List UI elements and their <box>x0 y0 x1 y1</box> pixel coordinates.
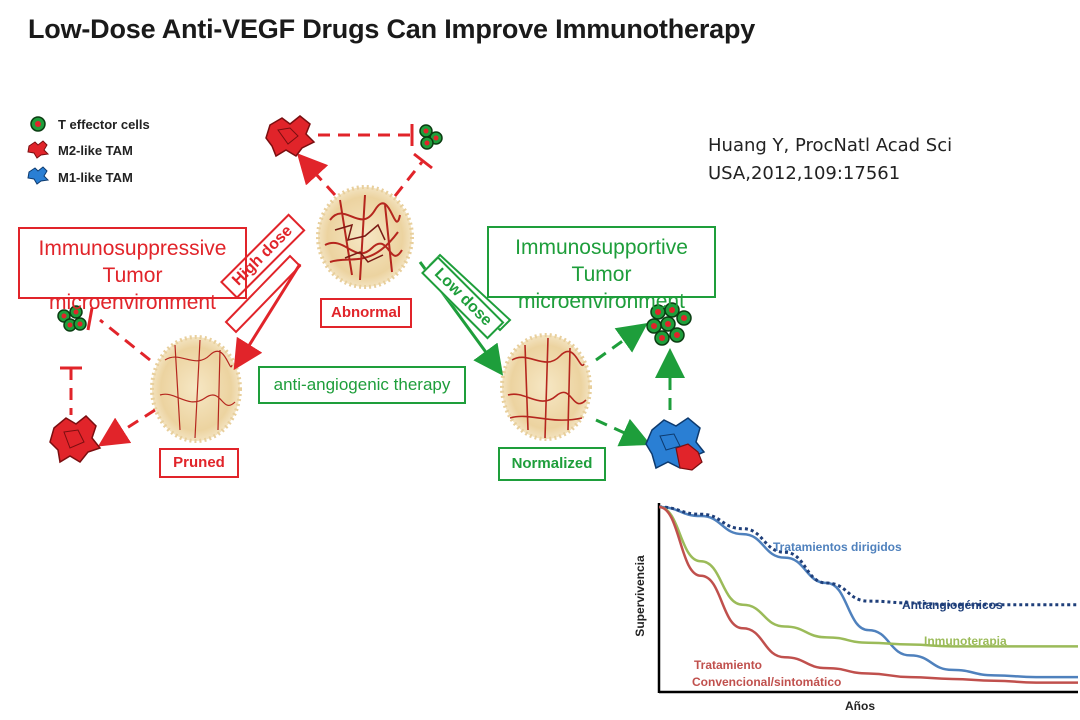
green-dashed-connectors <box>595 323 685 447</box>
series-line-1 <box>658 505 1078 607</box>
legend-m1-tam: M1-like TAM <box>58 170 133 185</box>
m2-tam-icon <box>27 140 50 159</box>
abnormal-label: Abnormal <box>320 298 412 328</box>
normalized-tumor-image <box>500 333 592 441</box>
legend-t-effector: T effector cells <box>58 117 150 132</box>
m1-tam-icon <box>27 166 50 185</box>
immunosupportive-line-1: Immunosupportive <box>515 236 688 259</box>
legend-icons <box>27 116 50 185</box>
series-line-0 <box>658 505 1078 679</box>
pruned-tumor-image <box>150 335 242 443</box>
t-effector-cluster-right <box>646 302 692 346</box>
immunosupportive-box: Immunosupportive Tumor microenvironment <box>487 226 716 313</box>
series-label-dirigidos: Tratamientos dirigidos <box>773 540 902 554</box>
t-effector-cluster-top <box>419 124 443 150</box>
series-label-antiangiogenicos: Antiangiogénicos <box>902 598 1003 612</box>
x-axis-label: Años <box>845 699 875 713</box>
legend-m2-tam: M2-like TAM <box>58 143 133 158</box>
abnormal-tumor-image <box>316 185 414 289</box>
citation-line-1: Huang Y, ProcNatl Acad Sci <box>708 135 953 156</box>
m1-m2-tam-cluster-right <box>645 417 706 471</box>
page-title: Low-Dose Anti-VEGF Drugs Can Improve Imm… <box>28 14 756 44</box>
series-label-convencional-1: Tratamiento <box>694 658 762 672</box>
normalized-label: Normalized <box>498 447 606 481</box>
series-line-2 <box>658 505 1078 648</box>
series-label-inmunoterapia: Inmunoterapia <box>924 634 1007 648</box>
t-effector-cluster-left <box>57 305 87 332</box>
pruned-label: Pruned <box>159 448 239 478</box>
high-dose-arrow <box>224 254 302 371</box>
y-axis-label: Supervivencia <box>633 555 647 637</box>
citation: Huang Y, ProcNatl Acad Sci USA,2012,109:… <box>708 132 952 188</box>
series-line-3 <box>658 505 1078 684</box>
m2-tam-cluster-top <box>265 115 316 158</box>
immunosuppressive-line-2: Tumor microenvironment <box>49 264 216 314</box>
immunosuppressive-line-1: Immunosuppressive <box>38 237 227 260</box>
citation-line-2: USA,2012,109:17561 <box>708 163 901 184</box>
immunosupportive-line-2: Tumor microenvironment <box>518 263 685 313</box>
survival-chart: Supervivencia Años Tratamientos dirigido… <box>633 503 1078 713</box>
therapy-box: anti-angiogenic therapy <box>258 366 466 404</box>
t-effector-cell-icon <box>30 116 46 132</box>
red-dashed-connectors <box>60 124 433 447</box>
series-label-convencional-2: Convencional/sintomático <box>692 675 841 689</box>
immunosuppressive-box: Immunosuppressive Tumor microenvironment <box>18 227 247 314</box>
m2-tam-cluster-left <box>49 414 102 464</box>
